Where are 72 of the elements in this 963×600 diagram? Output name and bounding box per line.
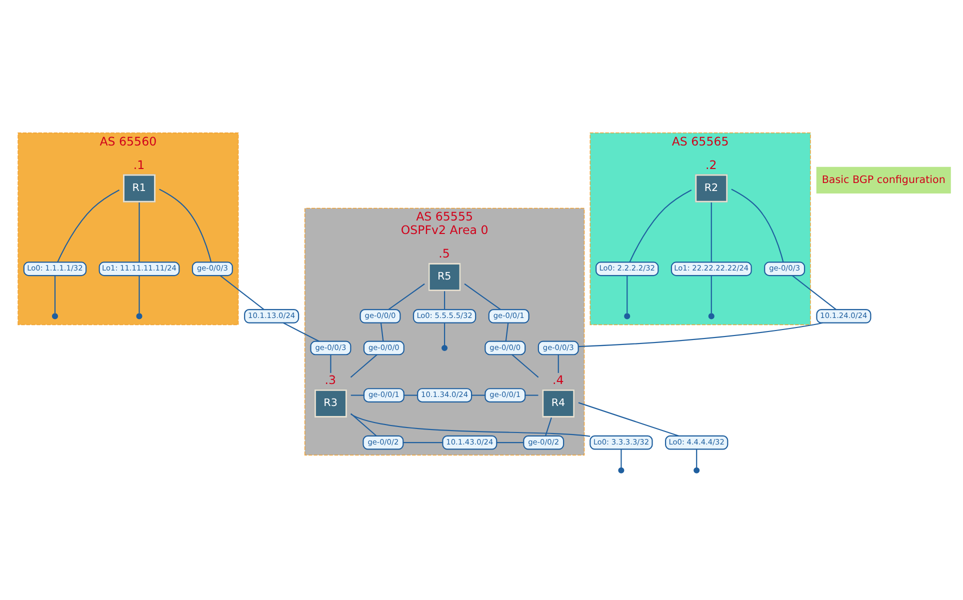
connector [138,202,140,262]
connector [731,188,784,262]
connector [350,354,378,378]
connector [512,354,539,378]
connector [159,188,212,262]
node-label: .2 [705,158,717,172]
node-box: Lo0: 4.4.4.4/32 [665,435,728,450]
node-label: .4 [552,373,564,388]
node-box: ge-0/0/3 [310,340,352,356]
node-box: 10.1.13.0/24 [244,308,300,324]
connector [578,402,679,436]
node-box: 10.1.43.0/24 [442,435,498,450]
node-box: ge-0/0/2 [523,435,564,450]
node-box: ge-0/0/3 [538,340,579,356]
node-circle [694,467,700,474]
connector [578,322,823,348]
node-box: ge-0/0/0 [363,340,404,356]
node-box: 10.1.34.0/24 [417,388,472,402]
node-circle [624,313,630,320]
connector [403,442,443,444]
connector [330,354,332,373]
connector [138,276,140,314]
connector [220,275,264,310]
node-label: .5 [438,246,450,261]
connector [283,322,320,342]
node-box: Lo0: 5.5.5.5/32 [412,308,476,324]
node-box: Lo0: 1.1.1.1/32 [23,262,87,276]
connector [629,189,692,262]
node-box: Lo0: 2.2.2.2/32 [596,262,659,276]
node-box: ge-0/0/3 [764,262,806,276]
connector [350,394,364,396]
connector [525,394,538,396]
connector [444,291,446,310]
node-circle [442,344,448,351]
connector [620,449,622,468]
node-box: Lo1: 11.11.11.11/24 [98,262,180,276]
node-box: ge-0/0/2 [362,435,404,450]
connector [464,283,501,310]
connector [696,449,698,468]
connector [57,189,120,262]
connector [404,394,418,396]
node-circle [52,313,58,320]
connector [444,323,446,346]
label: Basic BGP configuration [822,174,946,186]
connector [710,276,712,314]
connector [388,283,425,310]
node-circle [136,313,142,320]
node-box: Lo0: 3.3.3.3/32 [590,435,653,450]
connector [505,323,509,342]
connector [558,354,559,373]
connector [350,414,590,437]
node-box: ge-0/0/0 [484,340,526,356]
connector [54,276,56,314]
connector [626,276,628,314]
node-box: ge-0/0/1 [363,388,404,402]
node-label: .3 [324,373,336,388]
node-circle [618,467,624,474]
connector [350,413,377,436]
node-box: ge-0/0/3 [192,262,233,276]
connector [710,202,712,262]
connector [380,323,384,342]
connector [792,275,836,310]
node-circle [708,313,714,320]
node-label: .1 [133,158,145,172]
connector [545,417,552,436]
connector [496,442,524,444]
connector [472,394,486,396]
node-box: Lo1: 22.22.22.22/24 [670,262,752,276]
node-box: ge-0/0/0 [360,308,401,324]
node-box: ge-0/0/1 [484,388,526,402]
node-box: 10.1.24.0/24 [816,308,872,324]
node-box: ge-0/0/1 [488,308,530,324]
